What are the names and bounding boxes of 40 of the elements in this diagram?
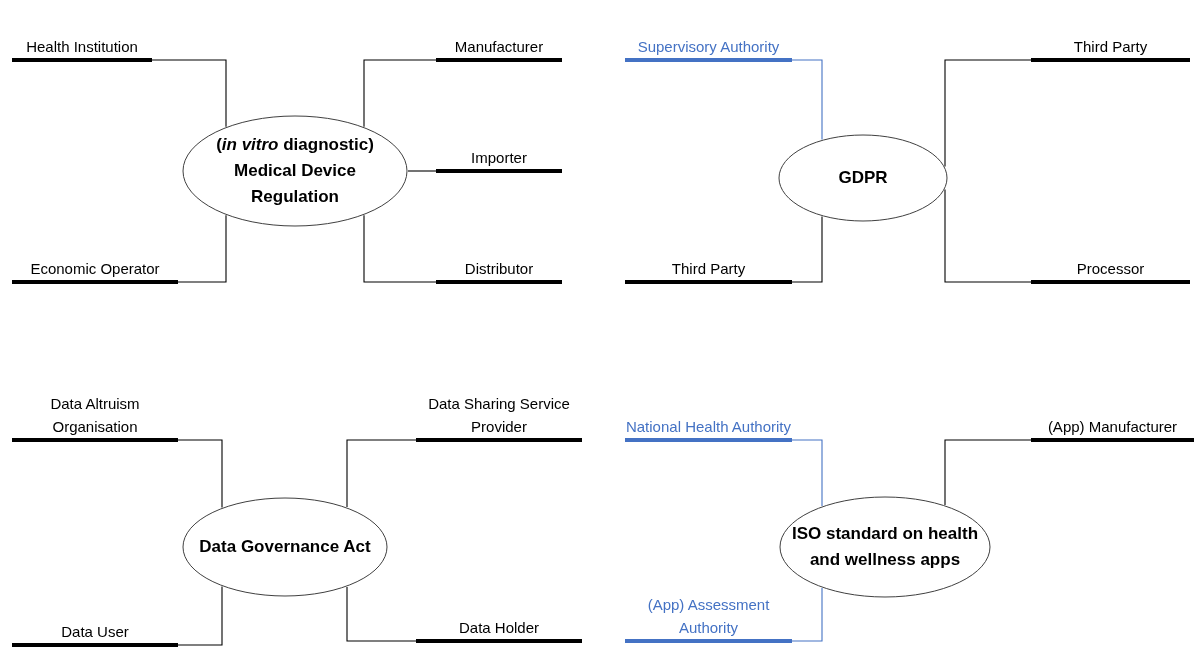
ellipse-node (182, 497, 388, 597)
connector-line (791, 216, 823, 283)
role-text: Health Institution (26, 37, 138, 57)
role-text: Manufacturer (454, 37, 544, 57)
role-text: Economic Operator (30, 259, 160, 279)
role-text: Data Holder (458, 618, 539, 638)
role-text: Supervisory Authority (637, 37, 780, 57)
role-text: Importer (471, 148, 527, 168)
node-title: ISO standard on health and wellness apps (790, 523, 980, 571)
connector-line (791, 587, 823, 642)
node-title: GDPR (837, 167, 889, 189)
role-text: Third Party (1073, 37, 1148, 57)
connector-line (177, 439, 223, 508)
role-text: (App) Manufacturer (1047, 417, 1178, 437)
connector-line (944, 189, 1032, 283)
connector-line (407, 170, 437, 172)
connector-line (791, 59, 823, 140)
connector-line (791, 439, 823, 507)
role-text: National Health Authority (625, 417, 792, 437)
role-text: Processor (1076, 259, 1145, 279)
role-text: Third Party (671, 259, 746, 279)
connector-line (363, 59, 437, 128)
ellipse-node (779, 496, 991, 598)
connector-line (346, 439, 417, 508)
node-title: (in vitro diagnostic) Medical Device Regulation (215, 134, 375, 208)
connector-line (944, 59, 1032, 167)
role-text: Data Altruism Organisation (49, 394, 141, 437)
node-title: Data Governance Act (198, 536, 372, 558)
connector-line (177, 586, 223, 646)
connector-line (346, 586, 417, 642)
ellipse-node (182, 115, 408, 227)
connector-line (151, 59, 227, 128)
connector-line (363, 214, 437, 283)
connector-line (944, 439, 1032, 506)
connector-line (177, 214, 227, 283)
role-text: Data Sharing Service Provider (427, 394, 571, 437)
ellipse-node (778, 134, 948, 222)
role-text: Distributor (464, 259, 534, 279)
role-text: Data User (61, 622, 129, 642)
role-text: (App) Assessment Authority (646, 595, 771, 638)
